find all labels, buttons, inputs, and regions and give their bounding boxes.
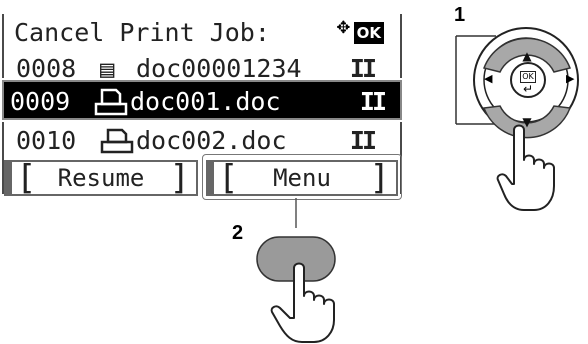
up-arrow-key[interactable]: ▲ [474, 34, 580, 74]
job-row-0009-selected[interactable]: 0009 doc001.doc II [0, 78, 404, 122]
softkey-left-bar [208, 162, 214, 194]
job-number: 0009 [10, 87, 71, 116]
menu-softkey-highlight [202, 154, 402, 200]
menu-softkey[interactable]: [ Menu ] [206, 160, 398, 196]
pause-icon: II [349, 126, 377, 155]
lcd-screen: Cancel Print Job: ✥ OK 0008 ▤ doc0000123… [0, 0, 404, 200]
step-2-callout: 2 [232, 222, 244, 244]
ok-center-key[interactable]: OK ↵ [510, 62, 546, 98]
bracket-right: ] [369, 158, 390, 198]
printer-document-icon [94, 88, 128, 116]
down-arrow-icon: ▼ [522, 115, 532, 129]
right-arrow-key[interactable]: ▶ [566, 72, 575, 85]
resume-softkey[interactable]: [ Resume ] [4, 160, 198, 196]
up-arrow-icon: ▲ [522, 49, 532, 63]
printer-document-icon [100, 128, 134, 154]
multi-page-document-icon: ▤ [100, 55, 115, 83]
bracket-left: [ [218, 158, 239, 198]
pressing-hand-icon [270, 262, 335, 343]
step-1-callout: 1 [454, 4, 466, 26]
job-row-0010[interactable]: 0010 doc002.doc II [8, 124, 392, 158]
job-name: doc002.doc [136, 126, 287, 155]
ok-badge: OK [353, 22, 384, 44]
screen-title: Cancel Print Job: [14, 16, 398, 50]
menu-label: Menu [273, 164, 331, 192]
bracket-left: [ [16, 158, 37, 198]
softkey-left-bar [6, 162, 12, 194]
ok-key-label: OK [520, 71, 536, 83]
pause-icon: II [359, 87, 387, 116]
enter-icon: ↵ [522, 82, 534, 96]
left-arrow-key[interactable]: ◀ [484, 72, 493, 85]
resume-label: Resume [57, 164, 145, 192]
down-arrow-key[interactable]: ▼ [474, 104, 580, 146]
screen-title-text: Cancel Print Job: [14, 18, 270, 47]
job-number: 0010 [16, 126, 77, 155]
pressing-hand-icon [496, 124, 555, 211]
four-way-arrow-icon: ✥ [336, 14, 350, 39]
job-name: doc001.doc [130, 87, 281, 116]
connector-line [295, 198, 297, 228]
bracket-right: ] [169, 158, 190, 198]
